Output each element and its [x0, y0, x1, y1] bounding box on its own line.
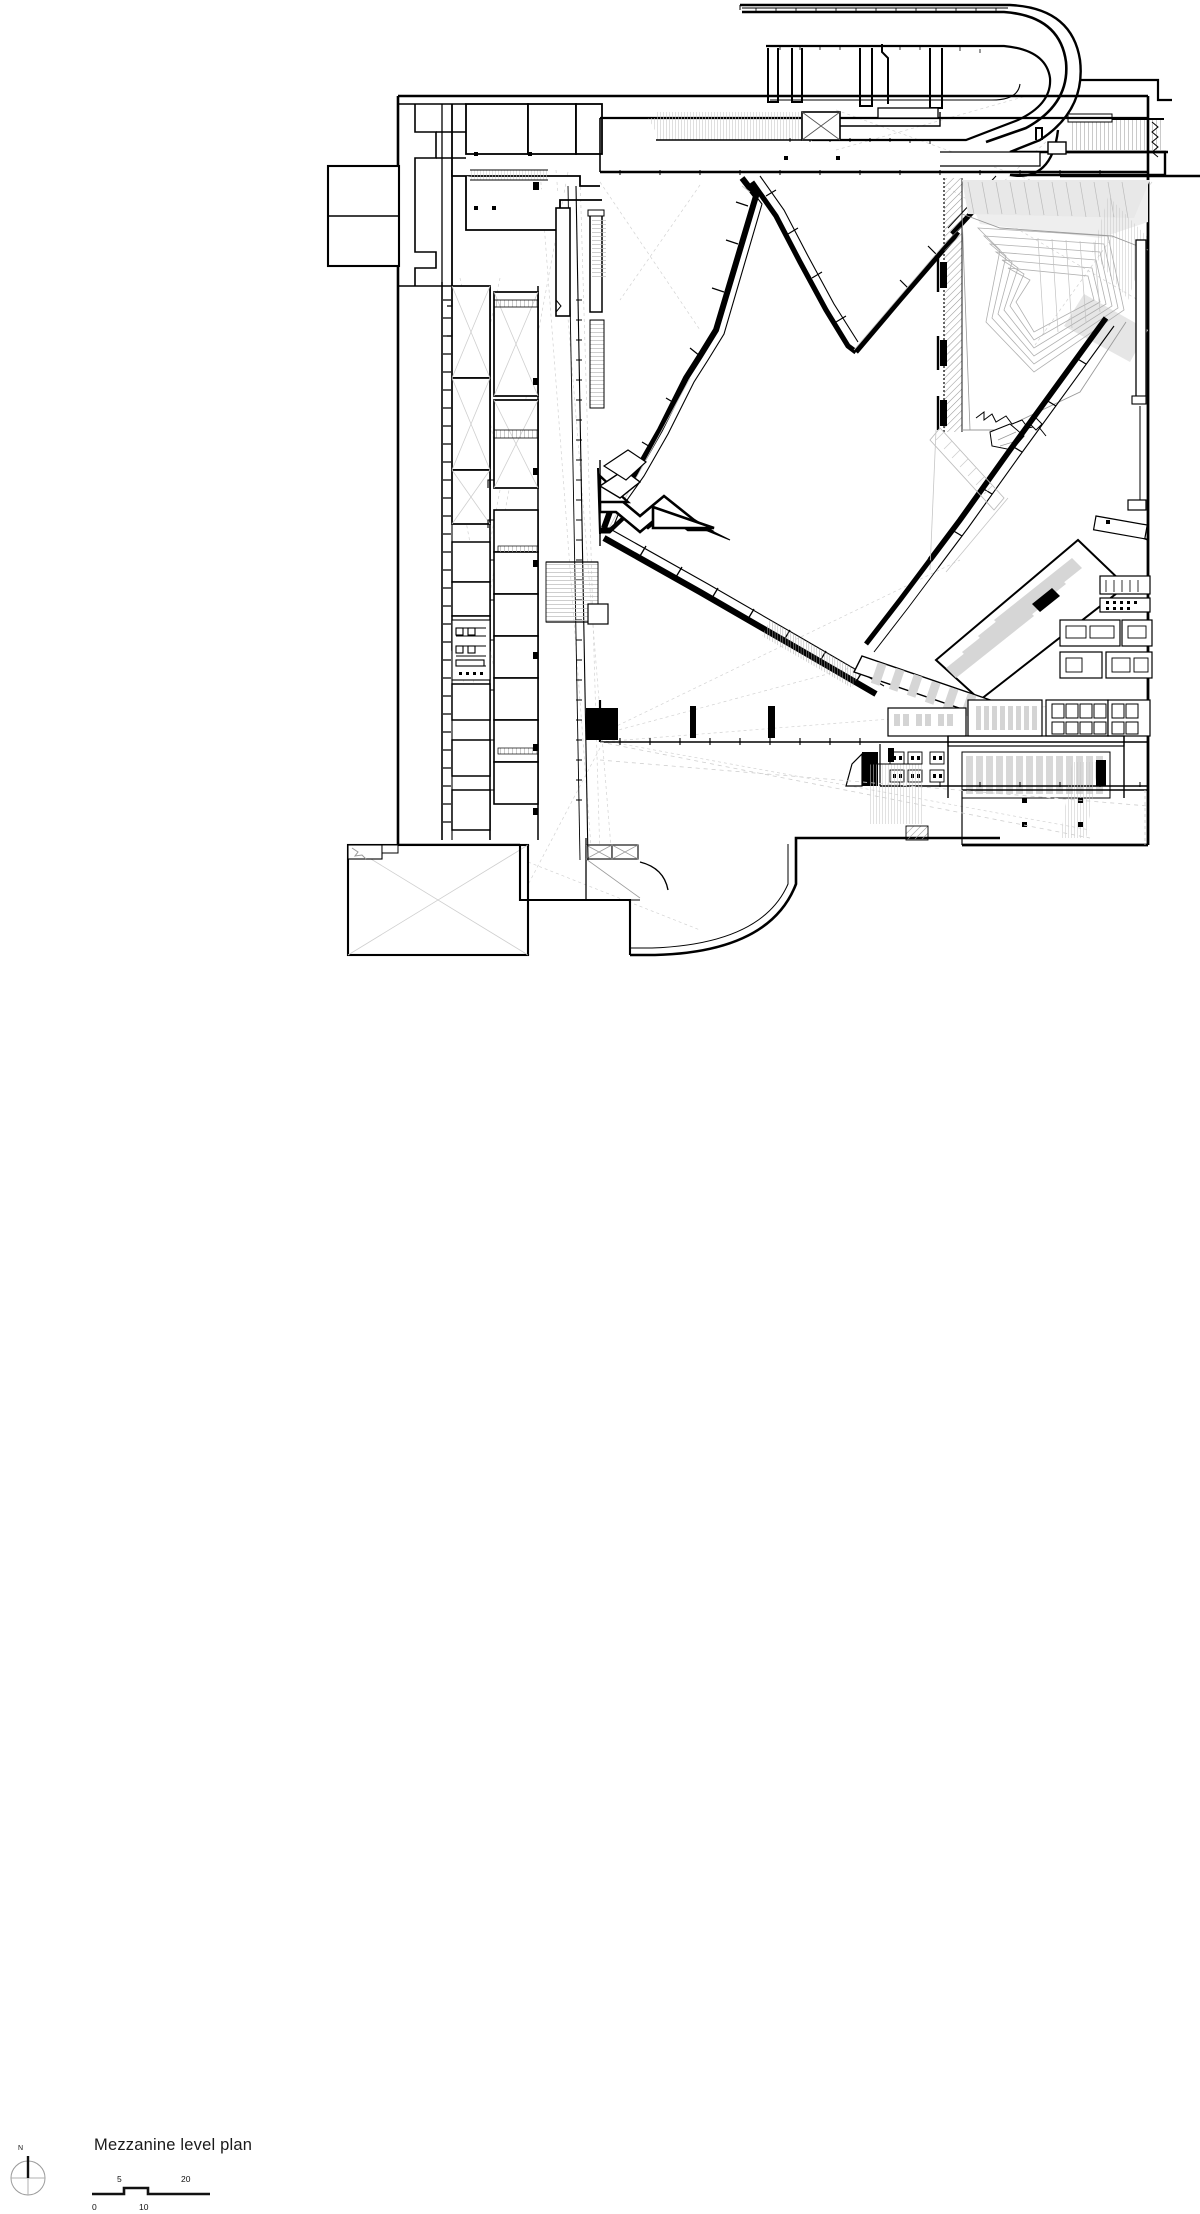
west-projecting-block — [326, 103, 466, 286]
drawing-sheet: Mezzanine level plan N 0 5 10 20 — [0, 3, 1200, 2212]
west-office-bar — [398, 103, 603, 861]
floor-plan-drawing — [326, 3, 1200, 957]
north-service-band — [599, 107, 1148, 175]
east-angled-wall — [864, 316, 1115, 653]
scale-tick-20: 20 — [181, 2174, 191, 2184]
scale-tick-10: 10 — [139, 2202, 149, 2212]
central-circulation-core — [545, 207, 609, 625]
scale-tick-5: 5 — [117, 2174, 122, 2184]
south-west-hall — [346, 836, 1000, 957]
misc-fixtures — [1092, 239, 1149, 541]
south-east-reading-zone — [845, 538, 1153, 799]
scale-bar — [92, 2186, 210, 2196]
north-label: N — [18, 2145, 24, 2152]
south-slab-edge — [586, 700, 1149, 845]
caption-block: Mezzanine level plan N 0 5 10 20 — [0, 1060, 320, 2212]
atrium-folded-walls — [597, 175, 1002, 697]
east-terraced-void — [936, 178, 1150, 451]
page-title: Mezzanine level plan — [94, 2136, 253, 2154]
vehicle-ramp-north — [739, 3, 1200, 178]
north-arrow-icon — [10, 2156, 46, 2196]
scale-tick-0: 0 — [92, 2202, 97, 2212]
